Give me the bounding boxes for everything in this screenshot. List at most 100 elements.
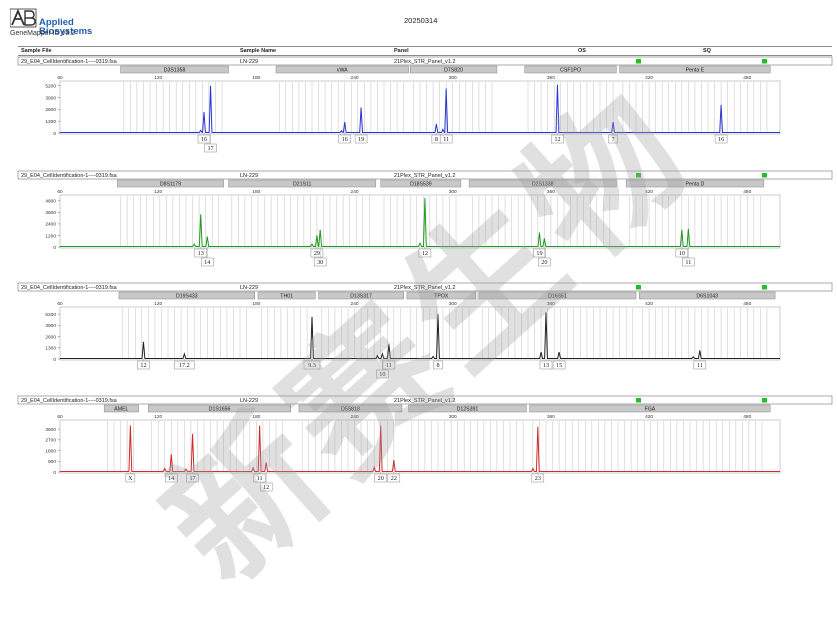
marker-bar: [318, 291, 404, 300]
x-tick-label: 120: [154, 189, 162, 195]
allele-label: 22: [391, 475, 397, 482]
marker-bar: [524, 65, 617, 74]
x-tick-label: 240: [351, 75, 359, 81]
panel-sample-file: 29_E04_CellIdentification-1----0319.fsa: [21, 285, 118, 291]
sq-quality-flag: [762, 59, 767, 64]
marker-label: FGA: [645, 407, 656, 413]
allele-label-box: [197, 134, 211, 144]
y-tick-label: 5200: [45, 312, 56, 318]
y-tick-label: 0: [53, 357, 56, 363]
brand-name-line1: Applied: [39, 17, 74, 28]
signal-trace: [60, 197, 780, 247]
app-version: GeneMapper ID v3.2: [10, 30, 75, 37]
x-tick-label: 120: [154, 75, 162, 81]
panel-sample-name: LN-229: [240, 173, 258, 179]
y-tick-label: 3900: [45, 323, 56, 329]
allele-label: 12: [140, 362, 146, 369]
allele-label-box: [303, 360, 321, 370]
allele-label-box: [418, 248, 432, 258]
marker-bar: [120, 65, 229, 74]
marker-bar: [478, 291, 637, 300]
y-tick-label: 1800: [45, 448, 56, 454]
x-tick-label: 300: [449, 301, 457, 307]
allele-label: 30: [317, 259, 323, 266]
allele-label-box: [538, 257, 551, 267]
y-tick-label: 1300: [45, 346, 56, 352]
panel-sample-file: 29_E04_CellIdentification-1----0319.fsa: [21, 59, 118, 65]
x-tick-label: 360: [547, 301, 555, 307]
marker-label: Penta D: [686, 182, 705, 188]
panel-sample-file: 29_E04_CellIdentification-1----0319.fsa: [21, 398, 118, 404]
allele-label-box: [682, 257, 695, 267]
allele-label-box: [531, 473, 545, 483]
marker-bar: [409, 65, 498, 74]
allele-label-box: [439, 134, 453, 144]
table-header-row: Sample File Sample Name Panel OS SQ: [18, 46, 832, 56]
marker-bar: [529, 404, 771, 413]
marker-bar: [468, 179, 617, 188]
allele-label-box: [552, 360, 566, 370]
allele-label: 11: [443, 136, 449, 143]
x-tick-label: 420: [645, 301, 653, 307]
x-tick-label: 420: [645, 189, 653, 195]
header-sample-name: Sample Name: [240, 48, 277, 54]
signal-trace: [60, 84, 780, 133]
y-tick-label: 900: [48, 459, 56, 465]
marker-bar: [619, 65, 771, 74]
marker-label: D1S1656: [209, 407, 231, 413]
x-tick-label: 240: [351, 301, 359, 307]
os-quality-flag: [636, 173, 641, 178]
allele-label: 29: [314, 250, 320, 257]
allele-label: 23: [535, 475, 541, 482]
allele-label: 17: [189, 475, 195, 482]
sq-quality-flag: [762, 285, 767, 290]
allele-label: 10: [679, 250, 685, 257]
allele-label: 13: [543, 362, 549, 369]
x-tick-label: 60: [57, 414, 63, 420]
allele-label: 16: [718, 136, 724, 143]
panel-sample-file: 29_E04_CellIdentification-1----0319.fsa: [21, 173, 118, 179]
marker-bar: [408, 404, 527, 413]
panel-name: 21Plex_STR_Panel_v1.2: [394, 173, 455, 179]
x-tick-label: 120: [154, 301, 162, 307]
marker-bar: [639, 291, 776, 300]
allele-label-box: [313, 257, 327, 267]
allele-label: 20: [378, 475, 384, 482]
allele-label: 12: [422, 250, 428, 257]
allele-label-box: [125, 473, 136, 483]
allele-label-box: [338, 134, 351, 144]
x-tick-label: 240: [351, 414, 359, 420]
allele-label: 17.2: [179, 362, 190, 369]
marker-label: CSF1PO: [560, 68, 581, 74]
marker-bar: [380, 179, 462, 188]
y-tick-label: 3900: [45, 95, 56, 101]
x-tick-label: 300: [449, 414, 457, 420]
marker-label: D21S11: [293, 182, 311, 188]
allele-label-box: [387, 473, 401, 483]
allele-label: 19: [536, 250, 542, 257]
allele-label-box: [539, 360, 553, 370]
allele-label-box: [259, 482, 273, 492]
os-quality-flag: [636, 285, 641, 290]
x-tick-label: 180: [252, 414, 260, 420]
x-tick-label: 480: [743, 301, 751, 307]
marker-bar: [298, 404, 403, 413]
x-tick-label: 60: [57, 301, 63, 307]
allele-label-box: [204, 143, 217, 153]
x-tick-label: 300: [449, 75, 457, 81]
panel-name: 21Plex_STR_Panel_v1.2: [394, 398, 455, 404]
allele-label: 14: [204, 259, 210, 266]
allele-label: 16: [201, 136, 207, 143]
y-tick-label: 0: [53, 131, 56, 137]
allele-label-box: [165, 473, 178, 483]
marker-bar: [148, 404, 291, 413]
plot-frame: [59, 306, 781, 361]
marker-label: D8S1179: [160, 182, 181, 188]
allele-label: 15: [556, 362, 562, 369]
marker-label: D3S1358: [164, 68, 186, 74]
marker-label: vWA: [337, 68, 348, 74]
allele-label: X: [128, 475, 133, 482]
panel-name: 21Plex_STR_Panel_v1.2: [394, 59, 455, 65]
